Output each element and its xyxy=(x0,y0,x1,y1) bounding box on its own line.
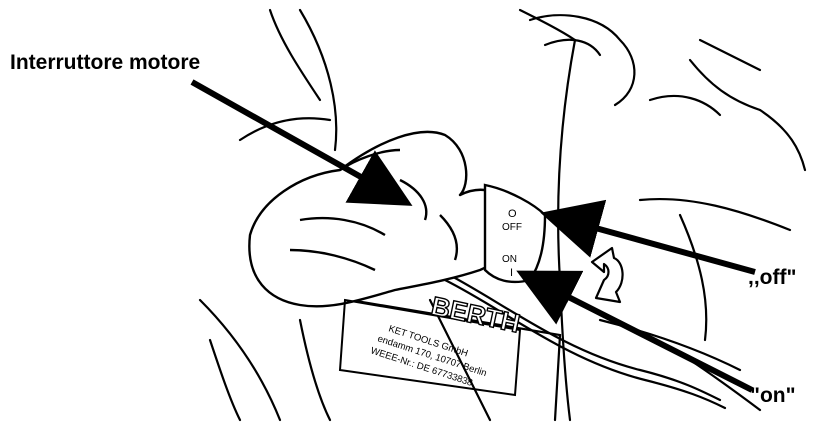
off-symbol: O xyxy=(508,208,517,220)
rotate-double-arrow-icon xyxy=(592,248,623,302)
arrow-off xyxy=(552,216,755,272)
motor-switch-label: Interruttore motore xyxy=(10,51,200,75)
off-marking: OFF xyxy=(502,222,522,233)
motor-switch-body xyxy=(485,185,545,282)
arrow-on xyxy=(527,276,752,390)
on-symbol: I xyxy=(510,267,513,279)
hand-drawing xyxy=(249,132,513,306)
on-label: "on" xyxy=(750,384,796,408)
off-label: ,,off" xyxy=(748,266,796,290)
on-marking: ON xyxy=(502,254,517,265)
